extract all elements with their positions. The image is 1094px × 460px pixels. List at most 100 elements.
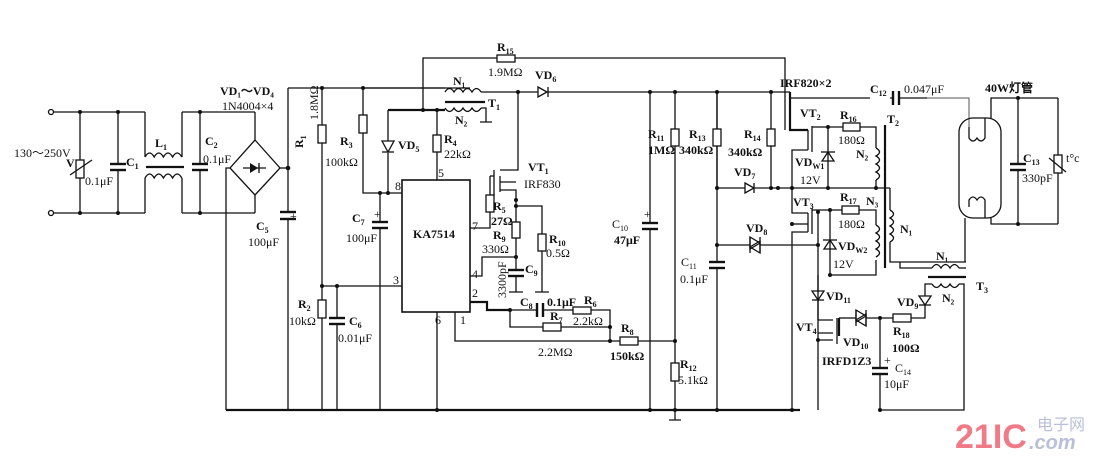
resistor-r18: R18 100Ω <box>880 305 926 355</box>
svg-text:R9: R9 <box>493 228 506 244</box>
input-terminal-bottom <box>47 209 55 217</box>
watermark-logo: 21IC 电子网 .com <box>955 410 1094 455</box>
svg-text:IRFD1Z3: IRFD1Z3 <box>822 354 871 368</box>
svg-text:+: + <box>884 353 891 367</box>
feedback-network: C8 0.1μF R6 2.2kΩ R7 2.2MΩ R8 150kΩ <box>470 293 675 363</box>
svg-text:C13: C13 <box>1023 151 1040 167</box>
svg-text:T1: T1 <box>488 96 500 112</box>
svg-text:340kΩ: 340kΩ <box>728 145 763 159</box>
svg-text:180Ω: 180Ω <box>838 133 865 147</box>
svg-text:VD7: VD7 <box>734 165 755 181</box>
resistor-r16: R16 180Ω <box>826 108 877 190</box>
input-section: 130～250V V 0.1μF C1 L1 <box>14 84 470 410</box>
capacitor-c6: C6 0.01μF <box>322 284 402 410</box>
svg-text:0.1μF: 0.1μF <box>547 295 576 309</box>
svg-text:C7: C7 <box>352 211 365 227</box>
svg-text:R11: R11 <box>648 127 664 143</box>
input-voltage-label: 130～250V <box>14 146 71 160</box>
svg-text:R2: R2 <box>298 297 311 313</box>
svg-text:12V: 12V <box>833 257 854 271</box>
capacitor-c7: + C7 100μF <box>346 191 388 410</box>
resistor-r3: R3 100kΩ <box>325 86 402 194</box>
svg-text:VD10: VD10 <box>843 335 868 351</box>
svg-text:+: + <box>290 209 297 223</box>
svg-text:40W灯管: 40W灯管 <box>985 80 1033 95</box>
transformer-t1: N₁ N₂ T1 <box>363 74 518 127</box>
svg-text:330pF: 330pF <box>1022 171 1053 185</box>
capacitor-c2: C2 0.1μF <box>182 110 255 215</box>
resistor-r4: R4 22kΩ <box>432 110 471 180</box>
svg-text:T2: T2 <box>887 112 899 128</box>
svg-text:R4: R4 <box>444 132 457 148</box>
svg-text:C9: C9 <box>525 262 538 278</box>
svg-text:4: 4 <box>472 267 478 281</box>
zener-vdw2: VDW2 12V <box>822 238 867 271</box>
svg-text:0.1μF: 0.1μF <box>680 272 708 286</box>
svg-text:10kΩ: 10kΩ <box>289 314 316 328</box>
svg-text:330Ω: 330Ω <box>482 242 509 256</box>
svg-text:5: 5 <box>438 166 444 180</box>
svg-text:3300pF: 3300pF <box>495 261 509 298</box>
svg-text:R7: R7 <box>550 309 563 325</box>
varistor: V 0.1μF <box>66 156 113 188</box>
svg-text:R3: R3 <box>340 134 353 150</box>
svg-text:VD8: VD8 <box>746 221 767 237</box>
svg-text:R18: R18 <box>893 324 910 340</box>
svg-text:R15: R15 <box>497 40 514 56</box>
svg-text:180Ω: 180Ω <box>838 217 865 231</box>
svg-text:N₁: N₁ <box>900 222 913 236</box>
svg-text:2.2MΩ: 2.2MΩ <box>538 345 573 359</box>
mosfet-vt1: VT1 IRF830 <box>490 92 561 202</box>
bridge-rectifier: VD₁～VD₄ 1N4004×4 <box>220 84 291 410</box>
svg-text:N₂: N₂ <box>856 147 869 161</box>
resistor-r1: R1 1.8MΩ <box>292 85 327 410</box>
svg-text:N₂: N₂ <box>455 113 468 127</box>
svg-text:6: 6 <box>435 313 441 327</box>
capacitor-c14: + C14 10μF <box>872 316 911 412</box>
input-terminal-top <box>47 108 55 116</box>
watermark-number: 21IC <box>955 418 1027 455</box>
svg-text:C14: C14 <box>895 361 911 377</box>
svg-text:R13: R13 <box>689 127 706 143</box>
svg-text:V: V <box>66 156 75 170</box>
resistor-r13: R13 340kΩ <box>679 90 722 247</box>
svg-text:R17: R17 <box>840 190 857 206</box>
svg-text:1.8MΩ: 1.8MΩ <box>307 85 321 120</box>
resistor-r11: R11 1MΩ <box>648 90 681 421</box>
ptc-thermistor: t°c <box>1048 98 1079 224</box>
svg-text:7: 7 <box>472 219 478 233</box>
ic-ka7514: KA7514 8 5 7 4 2 3 6 1 <box>393 166 612 412</box>
diode-vd11: VD11 <box>810 275 851 320</box>
svg-text:47μF: 47μF <box>614 233 640 247</box>
svg-text:N₁: N₁ <box>936 249 949 263</box>
svg-text:L1: L1 <box>155 136 167 152</box>
svg-text:C8: C8 <box>520 295 533 311</box>
diode-vd6: VD6 <box>516 68 790 99</box>
watermark-domain: .com <box>1029 432 1076 454</box>
svg-text:1N4004×4: 1N4004×4 <box>222 99 273 113</box>
diode-vd5: VD5 <box>380 110 419 195</box>
svg-text:VT3: VT3 <box>793 195 814 211</box>
svg-text:N₂: N₂ <box>942 291 955 305</box>
svg-text:VD5: VD5 <box>398 138 419 154</box>
svg-text:0.047μF: 0.047μF <box>904 82 944 96</box>
svg-text:N₃: N₃ <box>866 194 879 208</box>
svg-text:22kΩ: 22kΩ <box>444 147 471 161</box>
capacitor-c1: C1 <box>110 110 139 215</box>
svg-text:C1: C1 <box>126 155 139 171</box>
svg-text:340kΩ: 340kΩ <box>679 143 714 157</box>
mosfet-vt4: VT4 IRFD1Z3 <box>796 317 871 368</box>
svg-text:0.5Ω: 0.5Ω <box>546 246 570 260</box>
svg-text:+: + <box>644 207 651 221</box>
resistor-r15: R15 1.9MΩ <box>422 40 786 130</box>
svg-text:T3: T3 <box>976 279 988 295</box>
resistor-r12: R12 5.1kΩ <box>670 357 708 387</box>
svg-text:100μF: 100μF <box>248 235 279 249</box>
resistor-r5: R5 27Ω <box>470 176 513 229</box>
svg-text:C5: C5 <box>256 219 269 235</box>
lamp-section: C12 0.047μF 40W灯管 C13 330pF t°c <box>790 80 1079 263</box>
capacitor-c13: C13 330pF <box>1010 96 1053 226</box>
svg-text:100Ω: 100Ω <box>892 341 920 355</box>
transformer-t2: N₂ T2 N₃ N₁ <box>856 112 965 268</box>
svg-text:8: 8 <box>395 179 401 193</box>
